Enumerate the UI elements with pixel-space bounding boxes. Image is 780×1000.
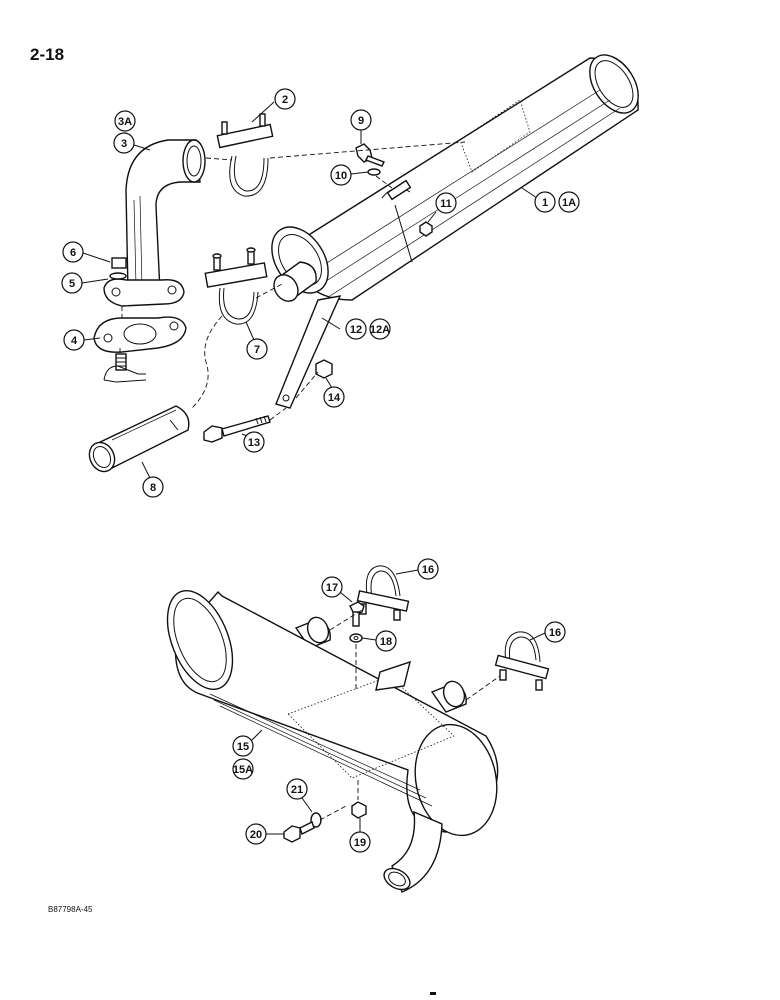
svg-text:3: 3 (121, 138, 127, 150)
nut-and-washer (109, 257, 127, 280)
svg-text:12A: 12A (370, 324, 390, 336)
callout-21: 21 (286, 778, 313, 813)
callout-12a: 12A (369, 318, 391, 340)
callout-16-upper: 16 (395, 558, 439, 580)
svg-text:11: 11 (440, 198, 452, 210)
svg-text:19: 19 (354, 837, 366, 849)
svg-text:5: 5 (69, 278, 75, 290)
svg-text:17: 17 (326, 582, 338, 594)
callout-3: 3 (113, 132, 151, 154)
bracket-nut (315, 359, 333, 379)
callout-15: 15 (232, 729, 263, 757)
callout-1: 1 (521, 187, 556, 213)
callout-9: 9 (350, 109, 372, 144)
upper-muffler (271, 54, 639, 302)
svg-text:6: 6 (70, 247, 76, 259)
svg-text:9: 9 (358, 115, 364, 127)
callout-20: 20 (245, 823, 284, 845)
svg-text:1: 1 (542, 197, 548, 209)
callout-11: 11 (427, 192, 457, 223)
svg-text:15: 15 (237, 741, 249, 753)
svg-text:15A: 15A (233, 764, 253, 776)
exhaust-elbow (103, 139, 206, 307)
elbow-clamp (216, 113, 274, 197)
svg-text:7: 7 (254, 344, 260, 356)
callout-18: 18 (361, 630, 397, 652)
callout-5: 5 (61, 272, 109, 294)
callout-10: 10 (330, 164, 369, 186)
callout-16-right: 16 (529, 621, 566, 643)
lower-muffler (166, 589, 499, 893)
callout-1a: 1A (558, 191, 580, 213)
muffler-bracket (275, 295, 342, 409)
svg-text:10: 10 (335, 170, 347, 182)
muffler-screw (355, 143, 433, 237)
top-screw-washer (349, 601, 365, 643)
gasket (93, 316, 187, 353)
callout-4: 4 (63, 329, 101, 351)
svg-text:1A: 1A (562, 197, 576, 209)
lower-clamp-right (494, 631, 550, 691)
svg-text:4: 4 (71, 335, 78, 347)
svg-text:2: 2 (282, 94, 288, 106)
callout-17: 17 (321, 576, 353, 603)
callout-19: 19 (349, 818, 371, 853)
callout-3a: 3A (114, 110, 136, 132)
callout-12: 12 (321, 317, 367, 340)
upper-guide-lines (119, 141, 466, 421)
svg-text:16: 16 (422, 564, 434, 576)
bracket-bolt (203, 415, 271, 443)
callout-14: 14 (323, 377, 345, 408)
callout-2: 2 (251, 88, 296, 123)
manifold-stud (103, 353, 147, 383)
svg-text:16: 16 (549, 627, 561, 639)
svg-text:12: 12 (350, 324, 362, 336)
svg-text:14: 14 (328, 392, 341, 404)
callout-6: 6 (62, 241, 111, 263)
lower-guide-lines (319, 609, 501, 821)
svg-text:13: 13 (248, 437, 260, 449)
callout-7: 7 (245, 321, 268, 360)
svg-text:20: 20 (250, 829, 262, 841)
tailpipe-clamp (204, 247, 268, 325)
callout-8: 8 (141, 461, 164, 498)
svg-text:21: 21 (291, 784, 303, 796)
svg-text:8: 8 (150, 482, 156, 494)
svg-text:18: 18 (380, 636, 392, 648)
figure-code: B87798A-45 (48, 905, 93, 914)
tail-pipe (88, 405, 190, 473)
svg-text:3A: 3A (118, 116, 132, 128)
callout-15a: 15A (232, 758, 254, 780)
bottom-hardware (283, 801, 367, 843)
lower-clamp-left (356, 565, 410, 621)
callout-13: 13 (241, 431, 265, 453)
scan-mark (430, 992, 436, 995)
page-number: 2-18 (30, 45, 64, 64)
